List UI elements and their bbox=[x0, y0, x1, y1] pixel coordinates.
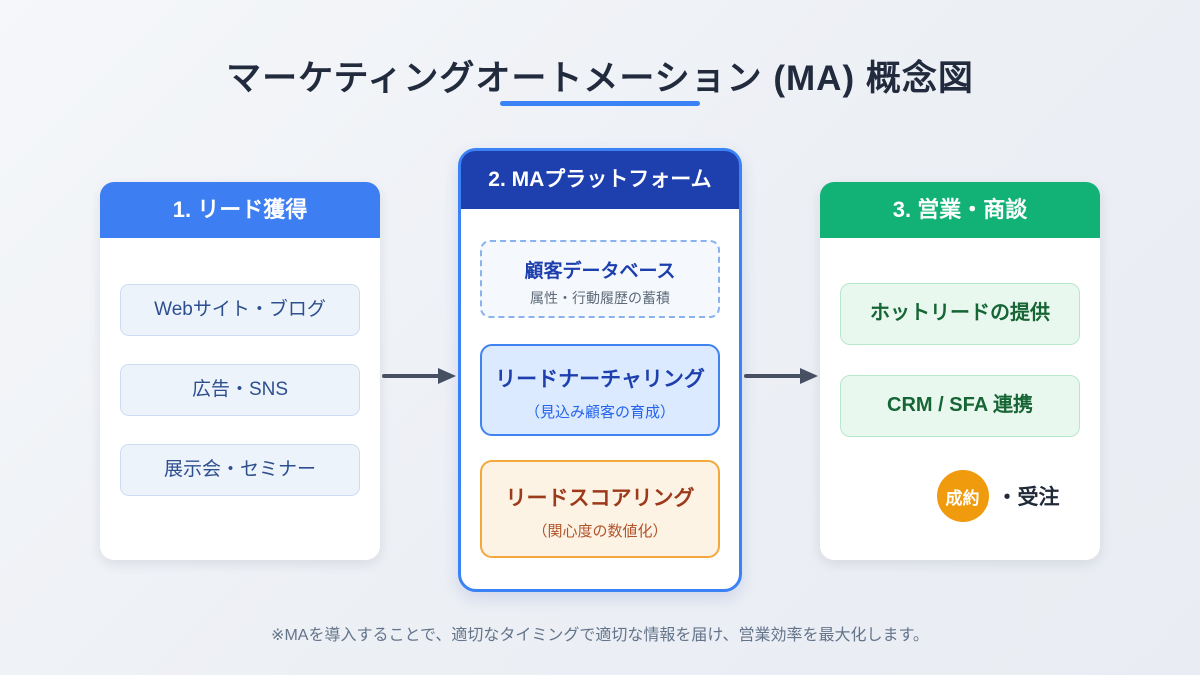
sales-item-hot-lead: ホットリードの提供 bbox=[840, 283, 1080, 345]
arrow-shaft bbox=[744, 374, 802, 378]
arrow-right-icon bbox=[382, 368, 458, 384]
lead-nurturing-title: リードナーチャリング bbox=[495, 368, 705, 391]
card-ma-platform-header: 2. MAプラットフォーム bbox=[461, 151, 739, 209]
card-ma-platform: 2. MAプラットフォーム 顧客データベース 属性・行動履歴の蓄積 リードナーチ… bbox=[458, 148, 742, 592]
card-sales-header: 3. 営業・商談 bbox=[820, 182, 1100, 238]
customer-database-subtitle: 属性・行動履歴の蓄積 bbox=[530, 290, 670, 306]
platform-item-customer-database: 顧客データベース 属性・行動履歴の蓄積 bbox=[480, 240, 720, 318]
lead-item-website-blog: Webサイト・ブログ bbox=[120, 284, 360, 336]
lead-nurturing-subtitle: （見込み顧客の育成） bbox=[524, 404, 675, 421]
platform-item-lead-scoring: リードスコアリング （関心度の数値化） bbox=[480, 460, 720, 558]
sales-item-crm-sfa: CRM / SFA 連携 bbox=[840, 375, 1080, 437]
footer-note: ※MAを導入することで、適切なタイミングで適切な情報を届け、営業効率を最大化しま… bbox=[271, 627, 929, 644]
lead-scoring-title: リードスコアリング bbox=[505, 487, 695, 510]
lead-scoring-subtitle: （関心度の数値化） bbox=[532, 523, 668, 540]
arrow-head bbox=[800, 368, 818, 384]
page-title: マーケティングオートメーション (MA) 概念図 bbox=[226, 59, 974, 98]
order-label: ・受注 bbox=[996, 486, 1060, 509]
lead-item-events-seminar: 展示会・セミナー bbox=[120, 444, 360, 496]
lead-item-ads-sns: 広告・SNS bbox=[120, 364, 360, 416]
arrow-shaft bbox=[382, 374, 440, 378]
platform-item-lead-nurturing: リードナーチャリング （見込み顧客の育成） bbox=[480, 344, 720, 436]
arrow-head bbox=[438, 368, 456, 384]
card-lead-generation: 1. リード獲得 Webサイト・ブログ 広告・SNS 展示会・セミナー bbox=[100, 182, 380, 560]
card-sales: 3. 営業・商談 ホットリードの提供 CRM / SFA 連携 成約 ・受注 bbox=[820, 182, 1100, 560]
title-underline bbox=[500, 101, 700, 106]
sales-result-row: 成約 ・受注 bbox=[858, 470, 1138, 522]
arrow-right-icon bbox=[744, 368, 820, 384]
customer-database-title: 顧客データベース bbox=[524, 261, 676, 282]
closing-badge: 成約 bbox=[936, 470, 989, 522]
card-lead-generation-header: 1. リード獲得 bbox=[100, 182, 380, 238]
